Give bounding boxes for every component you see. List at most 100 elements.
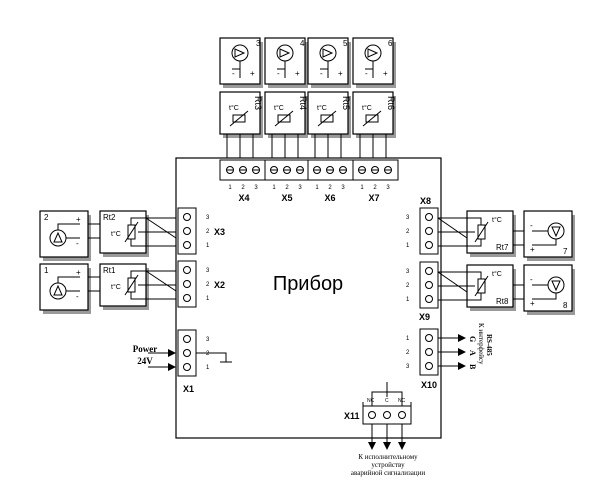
svg-text:t°C: t°C (362, 104, 372, 112)
svg-text:2: 2 (406, 283, 410, 289)
svg-text:X8: X8 (420, 196, 431, 206)
svg-text:Rt3: Rt3 (253, 96, 263, 110)
svg-text:3: 3 (406, 215, 410, 221)
svg-text:+: + (250, 69, 255, 78)
svg-text:X3: X3 (214, 227, 225, 237)
svg-text:-: - (76, 292, 79, 301)
svg-text:Rt7: Rt7 (496, 243, 509, 252)
svg-text:1: 1 (315, 185, 319, 191)
svg-text:2: 2 (206, 229, 210, 235)
sensor-3: 3 - + (219, 37, 263, 88)
power-voltage: 24V (137, 356, 153, 366)
svg-text:Rt2: Rt2 (103, 213, 116, 222)
relay-caption-1: К исполнительному (358, 453, 418, 461)
svg-text:5: 5 (343, 39, 348, 48)
svg-text:3: 3 (206, 268, 210, 274)
svg-text:+: + (338, 69, 343, 78)
svg-text:2: 2 (328, 185, 332, 191)
svg-text:1: 1 (272, 185, 276, 191)
svg-text:t°C: t°C (274, 104, 284, 112)
svg-text:C: C (385, 398, 389, 404)
svg-text:+: + (530, 299, 535, 308)
svg-text:2: 2 (44, 213, 49, 222)
svg-text:3: 3 (341, 185, 345, 191)
sensor-1: 1 + - (39, 263, 91, 314)
device-title: Прибор (273, 273, 343, 295)
rs485-name: RS-485 (485, 334, 493, 356)
svg-text:3: 3 (406, 269, 410, 275)
svg-text:2: 2 (206, 351, 210, 357)
device-body (175, 157, 442, 439)
svg-text:X10: X10 (421, 380, 437, 390)
svg-text:1: 1 (406, 243, 410, 249)
svg-text:Rt1: Rt1 (103, 266, 116, 275)
svg-text:Rt6: Rt6 (386, 96, 396, 110)
svg-text:Rt5: Rt5 (341, 96, 351, 110)
rtd-rt6: t°C Rt6 (352, 91, 396, 138)
svg-text:3: 3 (254, 185, 258, 191)
sensor-4: 4 - + (264, 37, 308, 88)
svg-text:-: - (76, 239, 79, 248)
sensor-7: - + 7 (523, 210, 575, 261)
svg-text:+: + (295, 69, 300, 78)
svg-text:X1: X1 (183, 384, 194, 394)
connector-x4-label: X4 (238, 193, 249, 203)
sensor-2: 2 + - (39, 210, 91, 261)
svg-text:1: 1 (406, 336, 410, 342)
svg-text:1: 1 (206, 365, 210, 371)
connector-x6-label: X6 (324, 193, 335, 203)
svg-text:3: 3 (256, 39, 261, 48)
svg-text:4: 4 (300, 39, 305, 48)
svg-text:t°C: t°C (492, 270, 502, 278)
connector-x9: 3 2 1 X9 (406, 261, 439, 322)
svg-text:2: 2 (285, 185, 289, 191)
svg-text:2: 2 (406, 229, 410, 235)
svg-text:-: - (530, 221, 533, 230)
connector-x2: 3 2 1 X2 (177, 260, 225, 308)
svg-text:-: - (365, 69, 368, 78)
svg-text:t°C: t°C (317, 104, 327, 112)
rs485-caption: К интерфейсу (477, 323, 485, 365)
power-label: Power (133, 344, 158, 354)
svg-text:2: 2 (373, 185, 377, 191)
svg-text:2: 2 (206, 282, 210, 288)
svg-text:+: + (530, 245, 535, 254)
svg-text:t°C: t°C (111, 283, 121, 291)
svg-text:Rt4: Rt4 (298, 96, 308, 110)
svg-text:+: + (76, 268, 81, 277)
svg-text:7: 7 (563, 247, 568, 256)
svg-text:-: - (277, 69, 280, 78)
svg-text:1: 1 (406, 297, 410, 303)
connector-x3: 3 2 1 X3 (177, 207, 225, 255)
rtd-rt7: t°C Rt7 (466, 210, 516, 257)
svg-text:X11: X11 (344, 411, 360, 421)
svg-text:3: 3 (386, 185, 390, 191)
svg-text:t°C: t°C (111, 230, 121, 238)
svg-text:3: 3 (406, 364, 410, 370)
svg-text:t°C: t°C (492, 216, 502, 224)
svg-text:3: 3 (298, 185, 302, 191)
svg-text:1: 1 (206, 296, 210, 302)
connector-x1: 3 2 1 X1 (177, 329, 210, 394)
svg-text:3: 3 (206, 337, 210, 343)
relay-caption-2: устройству (371, 461, 405, 469)
relay-caption-3: аварийной сигнализации (351, 469, 425, 477)
connector-x5-label: X5 (281, 193, 292, 203)
svg-text:X9: X9 (419, 312, 430, 322)
rtd-rt4: t°C Rt4 (264, 91, 308, 138)
svg-text:-: - (320, 69, 323, 78)
svg-text:2: 2 (241, 185, 245, 191)
sensor-6: 6 - + (352, 37, 396, 88)
connector-x7-label: X7 (368, 193, 379, 203)
svg-text:X2: X2 (214, 280, 225, 290)
sensor-8: - + 8 (523, 264, 575, 315)
rtd-rt3: t°C Rt3 (219, 91, 263, 138)
svg-text:+: + (76, 215, 81, 224)
svg-text:t°C: t°C (229, 104, 239, 112)
svg-text:3: 3 (206, 215, 210, 221)
rtd-rt5: t°C Rt5 (307, 91, 351, 138)
sensor-5: 5 - + (307, 37, 351, 88)
svg-text:-: - (232, 69, 235, 78)
svg-text:1: 1 (44, 266, 49, 275)
